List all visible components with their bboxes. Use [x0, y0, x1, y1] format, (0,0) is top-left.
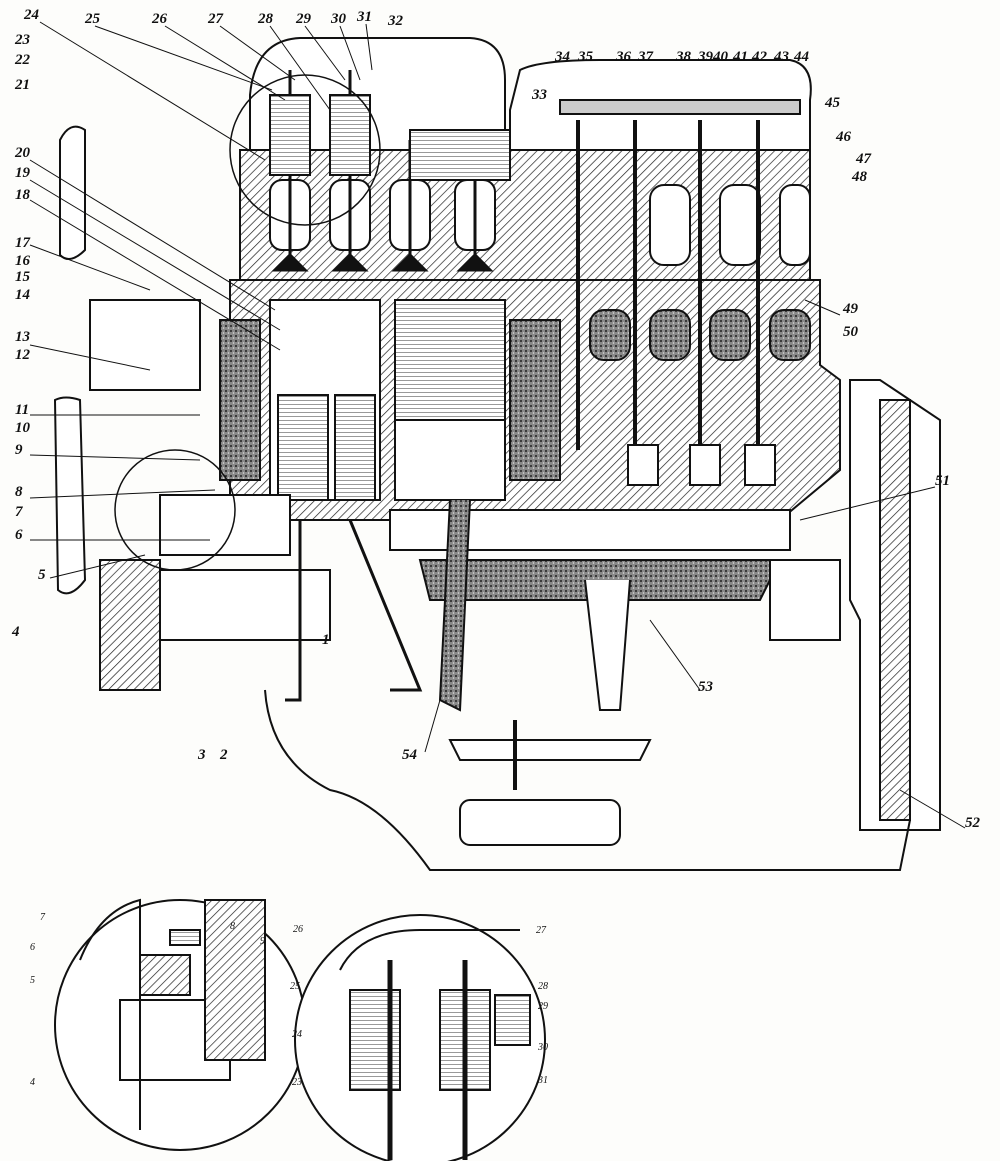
- main-callout-10: 10: [15, 420, 30, 436]
- main-callout-18: 18: [15, 187, 30, 203]
- inset-left-callout-7: 7: [40, 912, 45, 923]
- inset-left-callout-4: 4: [30, 1077, 35, 1088]
- main-callout-1: 1: [322, 632, 330, 648]
- main-callout-38: 38: [676, 49, 691, 65]
- main-callout-48: 48: [852, 169, 867, 185]
- main-callout-3: 3: [198, 747, 206, 763]
- inset-left-callout-6: 6: [30, 942, 35, 953]
- main-callout-15: 15: [15, 269, 30, 285]
- main-callout-32: 32: [388, 13, 403, 29]
- main-callout-5: 5: [38, 567, 46, 583]
- inset-left-callout-9: 9: [260, 936, 265, 947]
- main-callout-37: 37: [638, 49, 653, 65]
- inset-right-callout-29: 29: [538, 1001, 548, 1012]
- inset-left: [54, 898, 306, 1151]
- main-callout-27: 27: [208, 11, 223, 27]
- main-callout-47: 47: [856, 151, 871, 167]
- main-callout-21: 21: [15, 77, 30, 93]
- main-callout-14: 14: [15, 287, 30, 303]
- inset-right-callout-26: 26: [293, 924, 303, 935]
- main-callout-9: 9: [15, 442, 23, 458]
- main-callout-22: 22: [15, 52, 30, 68]
- inset-left-callout-5: 5: [30, 975, 35, 986]
- inset-right-callout-31: 31: [538, 1075, 548, 1086]
- main-callout-26: 26: [152, 11, 167, 27]
- main-callout-29: 29: [296, 11, 311, 27]
- main-callout-43: 43: [774, 49, 789, 65]
- main-callout-30: 30: [331, 11, 346, 27]
- inset-right-callout-24: 24: [292, 1029, 302, 1040]
- main-callout-33: 33: [532, 87, 547, 103]
- main-callout-31: 31: [357, 9, 372, 25]
- inset-right-callout-30: 30: [538, 1042, 548, 1053]
- inset-right-callout-27: 27: [536, 925, 546, 936]
- inset-left-callout-8: 8: [230, 921, 235, 932]
- main-callout-53: 53: [698, 679, 713, 695]
- main-callout-2: 2: [220, 747, 228, 763]
- inset-right-callout-25: 25: [290, 981, 300, 992]
- main-callout-35: 35: [578, 49, 593, 65]
- engine-block: [53, 37, 941, 871]
- main-callout-13: 13: [15, 329, 30, 345]
- main-callout-20: 20: [15, 145, 30, 161]
- main-callout-51: 51: [935, 473, 950, 489]
- main-callout-16: 16: [15, 253, 30, 269]
- main-callout-49: 49: [843, 301, 858, 317]
- main-callout-36: 36: [616, 49, 631, 65]
- main-callout-4: 4: [12, 624, 20, 640]
- main-callout-11: 11: [15, 402, 30, 418]
- main-callout-46: 46: [836, 129, 851, 145]
- main-callout-39: 39: [698, 49, 713, 65]
- main-callout-25: 25: [85, 11, 100, 27]
- main-callout-45: 45: [825, 95, 840, 111]
- main-callout-24: 24: [24, 7, 39, 23]
- main-callout-54: 54: [402, 747, 417, 763]
- main-callout-44: 44: [794, 49, 809, 65]
- main-callout-28: 28: [258, 11, 273, 27]
- main-callout-12: 12: [15, 347, 30, 363]
- inset-right-callout-23: 23: [292, 1077, 302, 1088]
- main-callout-41: 41: [733, 49, 748, 65]
- main-callout-19: 19: [15, 165, 30, 181]
- main-callout-50: 50: [843, 324, 858, 340]
- main-callout-23: 23: [15, 32, 30, 48]
- main-callout-17: 17: [15, 235, 30, 251]
- main-callout-8: 8: [15, 484, 23, 500]
- leader-lines: [29, 21, 966, 829]
- main-callout-40: 40: [713, 49, 728, 65]
- main-callout-7: 7: [15, 504, 23, 520]
- inset-right: [294, 914, 546, 1161]
- main-callout-6: 6: [15, 527, 23, 543]
- inset-right-callout-28: 28: [538, 981, 548, 992]
- main-callout-52: 52: [965, 815, 980, 831]
- main-callout-42: 42: [752, 49, 767, 65]
- main-callout-34: 34: [555, 49, 570, 65]
